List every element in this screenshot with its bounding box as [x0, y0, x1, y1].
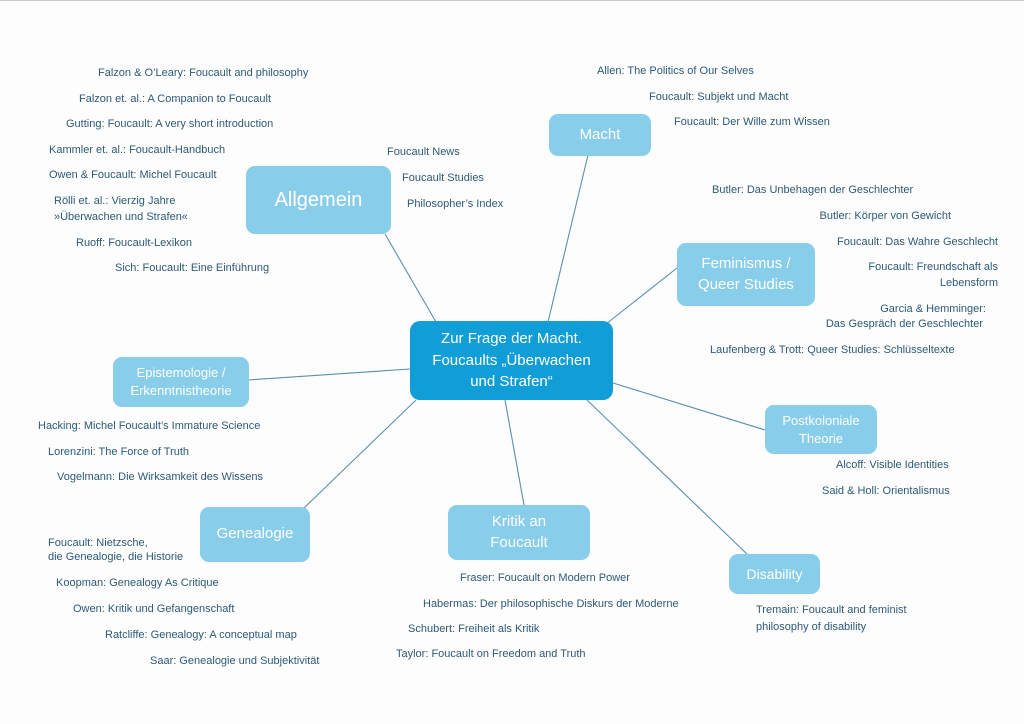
topic-label-allgemein: Allgemein [274, 188, 363, 211]
topic-node-epistemologie[interactable]: Epistemologie / Erkenntnistheorie [113, 357, 249, 407]
reference-item-continued[interactable]: philosophy of disability [756, 621, 867, 633]
topic-label-line-1: Epistemologie / [136, 365, 226, 381]
connector-postkoloniale [612, 382, 766, 431]
reference-item[interactable]: Garcia & Hemminger: [880, 303, 986, 315]
reference-item[interactable]: Gutting: Foucault: A very short introduc… [66, 118, 274, 130]
reference-item[interactable]: Owen & Foucault: Michel Foucault [49, 169, 217, 181]
topic-node-genealogie[interactable]: Genealogie [200, 507, 310, 562]
page-top-border [0, 0, 1024, 1]
central-topic-node[interactable]: Zur Frage der Macht. Foucaults „Überwach… [410, 321, 613, 400]
reference-item[interactable]: Falzon et. al.: A Companion to Foucault [79, 93, 272, 105]
reference-item-continued[interactable]: die Genealogie, die Historie [48, 551, 184, 563]
topic-node-macht[interactable]: Macht [549, 114, 651, 156]
reference-item[interactable]: Allen: The Politics of Our Selves [597, 65, 754, 77]
topic-node-kritik-an-foucault[interactable]: Kritik an Foucault [448, 505, 590, 560]
reference-item[interactable]: Habermas: Der philosophische Diskurs der… [423, 598, 679, 610]
central-topic-line-1: Zur Frage der Macht. [441, 329, 582, 347]
reference-item[interactable]: Ratcliffe: Genealogy: A conceptual map [105, 629, 297, 641]
reference-item[interactable]: Foucault News [387, 146, 460, 158]
reference-item[interactable]: Alcoff: Visible Identities [836, 459, 949, 471]
reference-item[interactable]: Foucault: Das Wahre Geschlecht [837, 236, 998, 248]
topic-node-feminismus-queer-studies[interactable]: Feminismus / Queer Studies [677, 243, 815, 306]
topic-node-postkoloniale-theorie[interactable]: Postkoloniale Theorie [765, 405, 877, 454]
topic-node-disability[interactable]: Disability [729, 554, 820, 594]
reference-item[interactable]: Butler: Körper von Gewicht [819, 210, 951, 222]
topic-label-line-1: Feminismus / [701, 255, 791, 273]
reference-item[interactable]: Schubert: Freiheit als Kritik [408, 623, 540, 635]
central-topic-line-3: und Strafen“ [470, 373, 553, 391]
reference-item-continued[interactable]: »Überwachen und Strafen« [54, 211, 188, 223]
reference-item[interactable]: Ruoff: Foucault-Lexikon [76, 237, 192, 249]
reference-item[interactable]: Vogelmann: Die Wirksamkeit des Wissens [57, 471, 264, 483]
reference-item[interactable]: Philosopher’s Index [407, 198, 504, 210]
reference-item[interactable]: Lorenzini: The Force of Truth [48, 446, 190, 458]
reference-item[interactable]: Foucault: Subjekt und Macht [649, 91, 789, 103]
reference-item[interactable]: Hacking: Michel Foucault’s Immature Scie… [38, 420, 261, 432]
topic-label-line-2: Foucault [490, 533, 548, 551]
reference-item[interactable]: Rölli et. al.: Vierzig Jahre [54, 195, 176, 207]
reference-item[interactable]: Koopman: Genealogy As Critique [56, 577, 219, 589]
reference-item[interactable]: Said & Holl: Orientalismus [822, 485, 950, 497]
topic-label-line-2: Erkenntnistheorie [130, 383, 232, 398]
reference-item[interactable]: Laufenberg & Trott: Queer Studies: Schlü… [710, 344, 955, 356]
central-topic-line-2: Foucaults „Überwachen [432, 351, 591, 369]
reference-item[interactable]: Foucault: Nietzsche, [48, 537, 148, 549]
reference-item[interactable]: Butler: Das Unbehagen der Geschlechter [712, 184, 914, 196]
connector-epistemologie [247, 368, 411, 381]
reference-item[interactable]: Saar: Genealogie und Subjektivität [150, 655, 320, 667]
topic-label-line-2: Queer Studies [698, 275, 794, 293]
reference-item[interactable]: Foucault Studies [402, 172, 484, 184]
connector-feminismus [605, 267, 678, 325]
connector-kritik [504, 399, 525, 506]
reference-item-continued[interactable]: Lebensform [939, 277, 998, 289]
connector-allgemein [384, 233, 437, 323]
topic-label-genealogie: Genealogie [216, 525, 294, 543]
reference-item[interactable]: Taylor: Foucault on Freedom and Truth [396, 648, 586, 660]
reference-item-continued[interactable]: Das Gespräch der Geschlechter [825, 318, 983, 330]
topic-label-line-2: Theorie [798, 430, 844, 446]
topic-label-macht: Macht [579, 125, 621, 143]
reference-item[interactable]: Foucault: Freundschaft als [868, 261, 998, 273]
reference-item[interactable]: Kammler et. al.: Foucault-Handbuch [49, 144, 226, 156]
topic-node-allgemein[interactable]: Allgemein [246, 166, 391, 234]
reference-item[interactable]: Owen: Kritik und Gefangenschaft [73, 603, 235, 615]
reference-item[interactable]: Foucault: Der Wille zum Wissen [674, 116, 830, 128]
reference-item[interactable]: Sich: Foucault: Eine Einführung [115, 262, 270, 274]
connector-genealogie [303, 399, 417, 509]
topic-label-disability: Disability [746, 565, 803, 582]
connector-disability [586, 399, 748, 555]
reference-item[interactable]: Falzon & O’Leary: Foucault and philosoph… [98, 67, 309, 79]
topic-label-line-1: Kritik an [491, 513, 547, 531]
topic-label-line-1: Postkoloniale [782, 412, 860, 428]
reference-item[interactable]: Tremain: Foucault and feminist [756, 604, 907, 616]
connector-macht [547, 154, 589, 323]
reference-item[interactable]: Fraser: Foucault on Modern Power [460, 572, 630, 584]
